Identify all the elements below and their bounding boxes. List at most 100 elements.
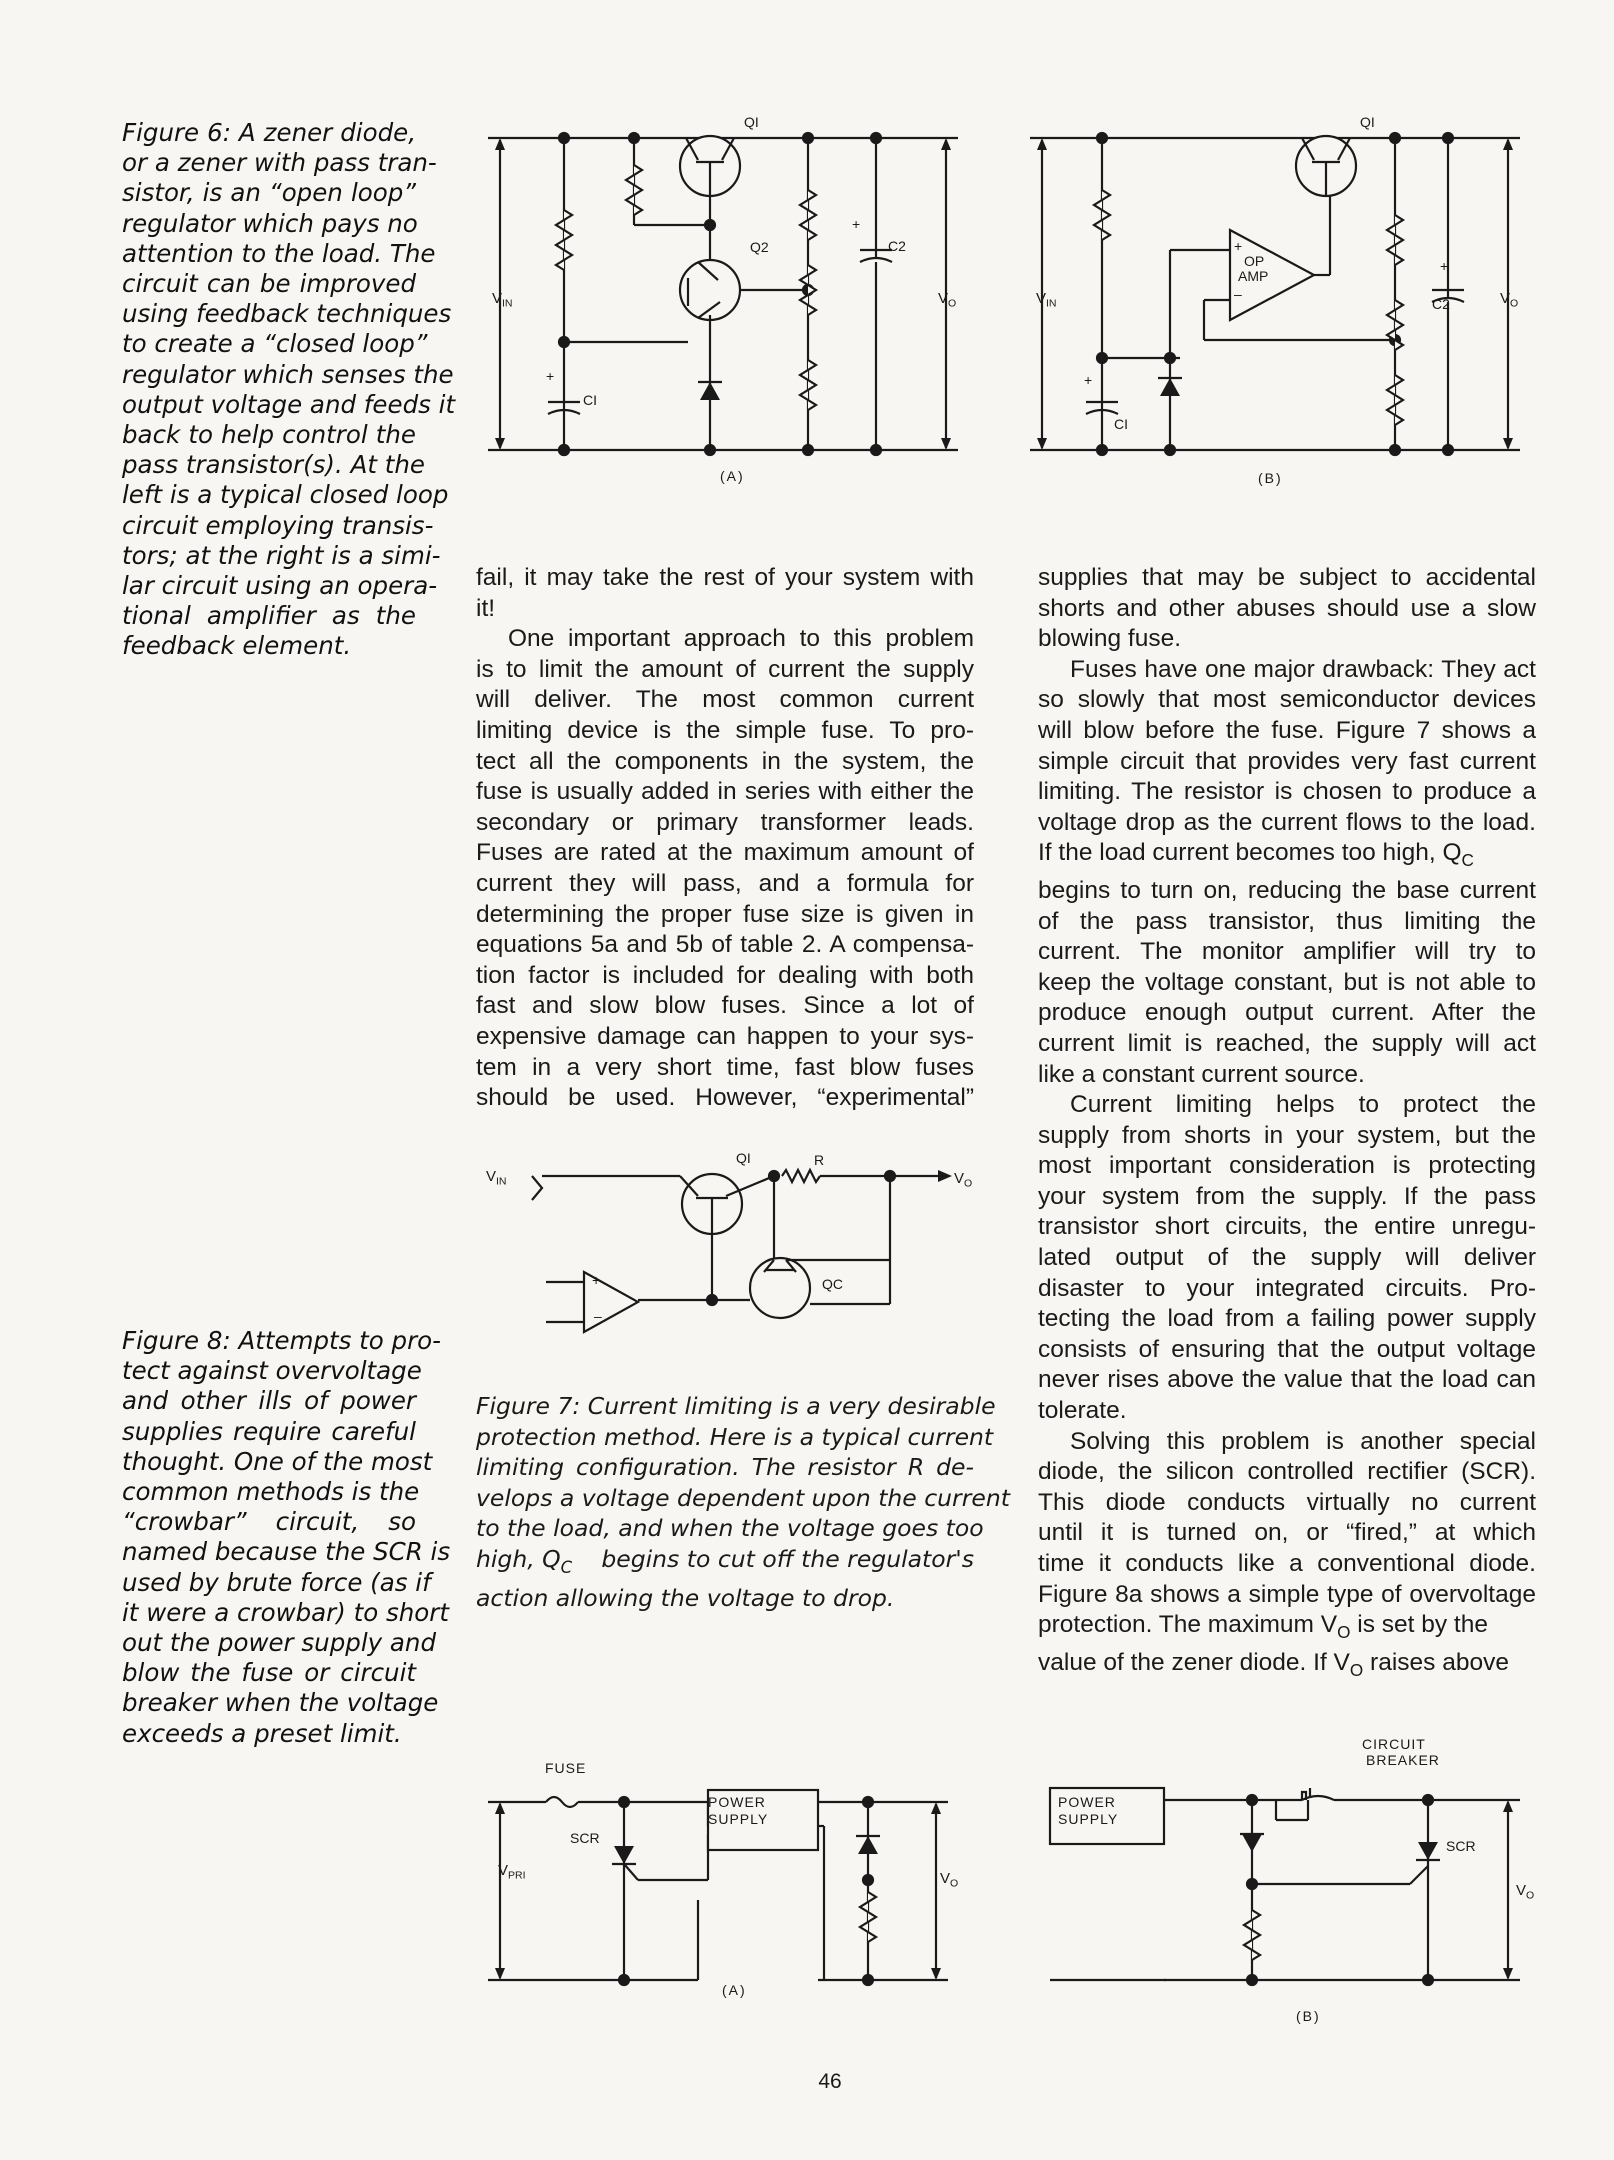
text-line: should be used. However, “experimental” bbox=[476, 1084, 974, 1112]
caption-line: to create a “closed loop” bbox=[122, 329, 428, 359]
text-line: time it conducts like a conventional dio… bbox=[1038, 1550, 1536, 1577]
figure6a-label: (A) bbox=[720, 468, 745, 484]
text-line: tem in a very short time, fast blow fuse… bbox=[476, 1053, 974, 1081]
figure6b-label: (B) bbox=[1258, 470, 1283, 486]
text-line: will deliver. The most common current bbox=[476, 686, 974, 714]
text-line: is to limit the amount of current the su… bbox=[476, 655, 974, 683]
text-line: keep the voltage constant, but is not ab… bbox=[1038, 968, 1536, 996]
text-line: fail, it may take the rest of your syste… bbox=[476, 564, 974, 591]
caption-line: back to help control the bbox=[122, 420, 416, 450]
text-line: current they will pass, and a formula fo… bbox=[476, 869, 974, 897]
vo-label: VO bbox=[938, 290, 957, 310]
text-line: Figure 8a shows a simple type of overvol… bbox=[1038, 1580, 1536, 1608]
caption-line: pass transistor(s). At the bbox=[122, 450, 425, 480]
r-label: R bbox=[814, 1152, 825, 1168]
right-column-text: supplies that may be subject to accident… bbox=[1038, 563, 1536, 1685]
caption-line: regulator which senses the bbox=[122, 359, 454, 389]
figure8a-label: (A) bbox=[722, 1982, 747, 1998]
scr-label: SCR bbox=[1446, 1838, 1476, 1854]
text-line: This diode conducts virtually no current bbox=[1038, 1488, 1536, 1516]
caption-line: blow the fuse or circuit bbox=[122, 1658, 416, 1688]
text-line: like a constant current source. bbox=[1038, 1060, 1365, 1088]
text-line: expensive damage can happen to your sys- bbox=[476, 1022, 974, 1050]
middle-column-text: fail, it may take the rest of your syste… bbox=[476, 563, 974, 1114]
q1-label: QI bbox=[1360, 114, 1375, 130]
caption-line: attention to the load. The bbox=[122, 238, 436, 268]
plus-label: + bbox=[546, 368, 555, 384]
caption-line: Figure 6: A zener diode, bbox=[122, 118, 416, 147]
vo-label: VO bbox=[940, 1870, 959, 1890]
text-line: consists of ensuring that the output vol… bbox=[1038, 1335, 1536, 1363]
circuit-breaker-label: BREAKER bbox=[1366, 1752, 1440, 1768]
vo-label: VO bbox=[1500, 290, 1519, 310]
text-line: supply from shorts in your system, but t… bbox=[1038, 1121, 1536, 1149]
scr-label: SCR bbox=[570, 1830, 600, 1846]
text-line: If the load current becomes too high, QC bbox=[1038, 838, 1536, 876]
text-line: it! bbox=[476, 594, 496, 622]
caption-line: tional amplifier as the bbox=[122, 601, 416, 631]
caption-line: velops a voltage dependent upon the curr… bbox=[476, 1483, 1010, 1512]
caption-line: common methods is the bbox=[122, 1477, 420, 1507]
text-line: lated output of the supply will deliver bbox=[1038, 1244, 1536, 1272]
caption-line: action allowing the voltage to drop. bbox=[476, 1583, 895, 1612]
opamp-label: AMP bbox=[1238, 268, 1269, 284]
text-line: tecting the load from a failing power su… bbox=[1038, 1305, 1536, 1333]
page-number: 46 bbox=[818, 2070, 842, 2093]
text-fragment: protection. The maximum VO is set by the bbox=[1038, 1611, 1488, 1643]
vo-label: VO bbox=[1516, 1882, 1535, 1902]
figure8-caption: Figure 8: Attempts to pro- tect against … bbox=[122, 1326, 450, 1749]
text-line: current limit is reached, the supply wil… bbox=[1038, 1029, 1536, 1057]
text-line: fuse is usually added in series with eit… bbox=[476, 778, 974, 806]
text-line: transistor short circuits, the entire un… bbox=[1038, 1213, 1536, 1241]
caption-line: exceeds a preset limit. bbox=[122, 1718, 402, 1748]
plus-label: + bbox=[852, 216, 861, 232]
text-line: tion factor is included for dealing with… bbox=[476, 961, 974, 989]
power-supply-label: POWER bbox=[1058, 1794, 1116, 1810]
caption-fragment: begins to cut off the regulator's bbox=[601, 1544, 974, 1573]
caption-line: lar circuit using an opera- bbox=[122, 571, 438, 601]
text-line: begins to turn on, reducing the base cur… bbox=[1038, 876, 1536, 904]
text-line: One important approach to this problem bbox=[508, 625, 974, 653]
text-line: Fuses are rated at the maximum amount of bbox=[476, 839, 974, 867]
caption-line: circuit can be improved bbox=[122, 269, 416, 299]
text-line: tect all the components in the system, t… bbox=[476, 747, 974, 775]
vin-label: VIN bbox=[492, 290, 513, 310]
text-line: voltage drop as the current flows to the… bbox=[1038, 808, 1536, 836]
qc-label: QC bbox=[822, 1276, 843, 1292]
c1-label: CI bbox=[1114, 416, 1128, 432]
c2-label: C2 bbox=[1432, 296, 1450, 312]
caption-line: tors; at the right is a simi- bbox=[122, 540, 441, 570]
plus-label: + bbox=[1234, 238, 1243, 254]
caption-line: limiting configuration. The resistor R d… bbox=[476, 1453, 974, 1481]
figure6-caption: Figure 6: A zener diode, or a zener with… bbox=[122, 118, 456, 662]
text-line: shorts and other abuses should use a slo… bbox=[1038, 594, 1536, 622]
caption-line: out the power supply and bbox=[122, 1628, 437, 1658]
plus-label: + bbox=[592, 1272, 601, 1288]
power-supply-label: SUPPLY bbox=[708, 1811, 769, 1827]
caption-line: circuit employing transis- bbox=[122, 510, 434, 540]
text-fragment: If the load current becomes too high, QC bbox=[1038, 839, 1474, 871]
caption-line: output voltage and feeds it bbox=[122, 389, 456, 419]
caption-line: regulator which pays no bbox=[122, 208, 418, 238]
caption-line: protection method. Here is a typical cur… bbox=[476, 1422, 994, 1451]
caption-line: Figure 8: Attempts to pro- bbox=[122, 1326, 442, 1355]
text-line: current. The monitor amplifier will try … bbox=[1038, 938, 1536, 966]
text-line: blowing fuse. bbox=[1038, 625, 1182, 653]
text-line: value of the zener diode. If VO raises a… bbox=[1038, 1648, 1536, 1686]
plus-label: + bbox=[1084, 372, 1093, 388]
caption-line: or a zener with pass tran- bbox=[122, 148, 437, 178]
caption-line: using feedback techniques bbox=[122, 299, 452, 329]
text-line: most important consideration is protecti… bbox=[1038, 1152, 1536, 1180]
caption-line: thought. One of the most bbox=[122, 1446, 433, 1476]
figure8b-label: (B) bbox=[1296, 2008, 1321, 2024]
c1-label: CI bbox=[583, 392, 597, 408]
caption-line: to the load, and when the voltage goes t… bbox=[476, 1514, 984, 1542]
fuse-label: FUSE bbox=[545, 1760, 587, 1776]
c2-label: C2 bbox=[888, 238, 906, 254]
figure7-diagram bbox=[531, 1167, 952, 1334]
text-line: Current limiting helps to protect the bbox=[1070, 1091, 1536, 1119]
text-fragment: value of the zener diode. If VO raises a… bbox=[1038, 1648, 1509, 1680]
caption-line: breaker when the voltage bbox=[122, 1688, 439, 1718]
caption-line: tect against overvoltage bbox=[122, 1356, 422, 1386]
text-line: disaster to your integrated circuits. Pr… bbox=[1038, 1274, 1536, 1302]
